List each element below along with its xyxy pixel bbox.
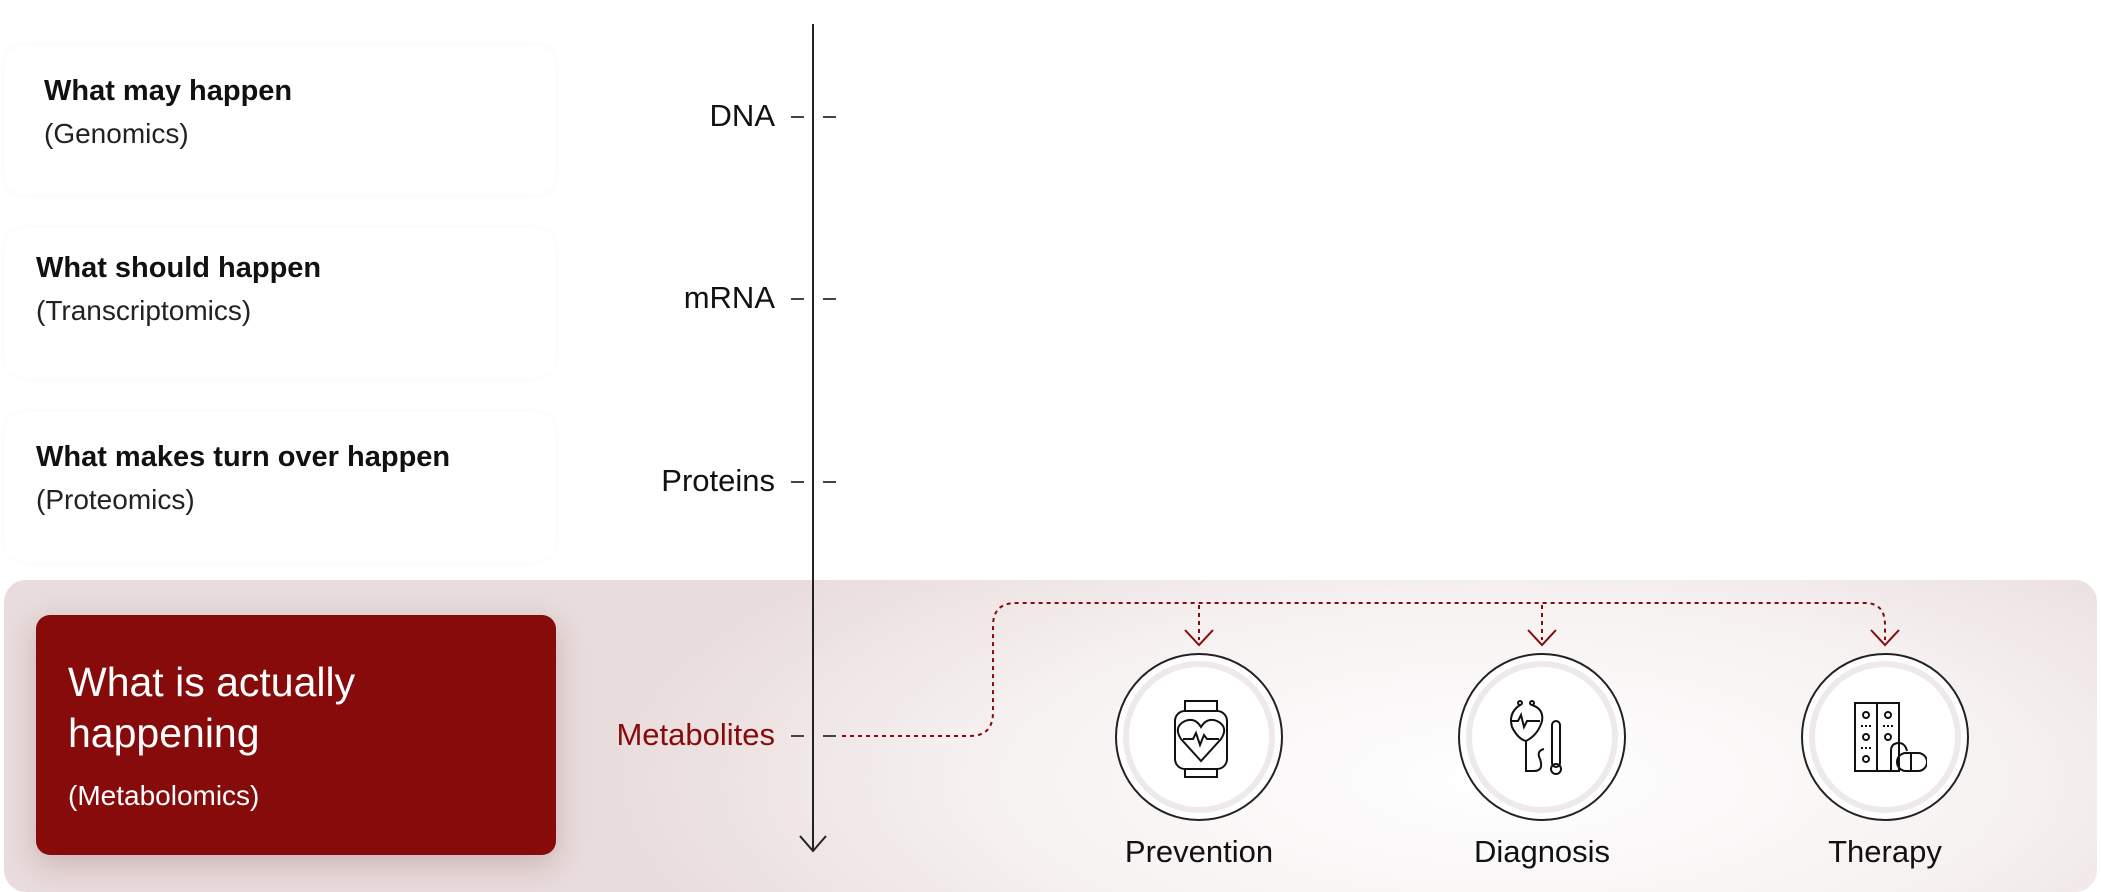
- card-genomics: [4, 45, 556, 195]
- genomics-subtitle: (Genomics): [44, 118, 189, 149]
- level-proteins: Proteins: [661, 463, 775, 498]
- outcome-label-prevention: Prevention: [1124, 834, 1274, 869]
- dotted-connector: [842, 602, 1886, 737]
- outcome-label-therapy: Therapy: [1828, 834, 1942, 869]
- metabolomics-title-2: happening: [68, 710, 260, 756]
- proteomics-title: What makes turn over happen: [36, 441, 451, 473]
- proteomics-subtitle: (Proteomics): [36, 484, 195, 515]
- transcriptomics-title: What should happen: [36, 252, 322, 284]
- prevention-circle: [1115, 653, 1283, 821]
- therapy-circle: [1801, 653, 1969, 821]
- stethoscope-thermometer-icon: [1510, 700, 1562, 775]
- metabolomics-title-1: What is actually: [68, 659, 356, 705]
- transcriptomics-subtitle: (Transcriptomics): [36, 295, 252, 326]
- diagnosis-circle: [1458, 653, 1626, 821]
- level-mrna: mRNA: [683, 280, 775, 315]
- axis-ticks: [791, 116, 836, 737]
- metabolomics-subtitle: (Metabolomics): [68, 780, 260, 811]
- pills-icon: [1854, 702, 1927, 772]
- metabolomics-card: What is actually happening (Metabolomics…: [36, 615, 556, 855]
- axis-arrowhead: [799, 835, 827, 853]
- card-transcriptomics: [4, 228, 556, 378]
- down-arrowheads: [1184, 629, 1900, 647]
- outcome-label-diagnosis: Diagnosis: [1473, 834, 1611, 869]
- level-dna: DNA: [709, 98, 775, 133]
- genomics-title: What may happen: [44, 75, 293, 107]
- level-metabolites: Metabolites: [616, 717, 775, 752]
- card-proteomics: [4, 412, 556, 562]
- smartwatch-heart-icon: [1174, 700, 1228, 778]
